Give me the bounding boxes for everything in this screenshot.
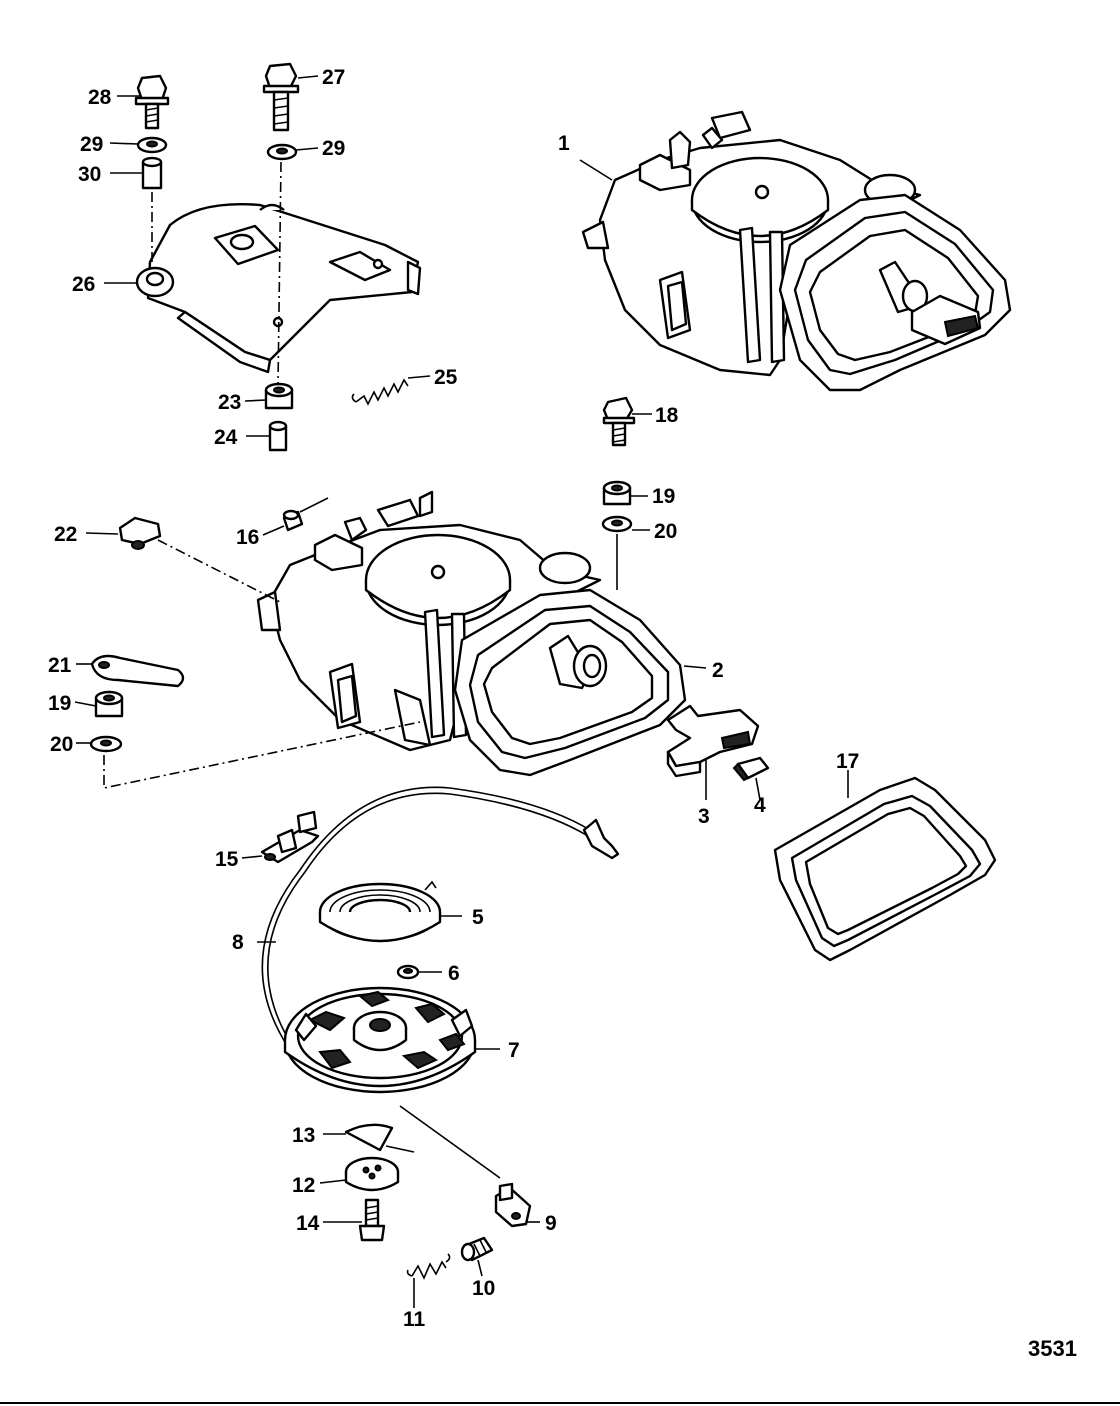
- part-18-bolt: [602, 396, 636, 447]
- part-30-sleeve: [141, 156, 163, 190]
- callout-23: 23: [218, 391, 241, 414]
- callout-18: 18: [655, 404, 679, 427]
- callout-13: 13: [292, 1124, 315, 1147]
- callout-29-right: 29: [322, 137, 345, 160]
- part-6-nut: [396, 964, 420, 980]
- callout-26: 26: [72, 273, 95, 296]
- callout-24: 24: [214, 426, 238, 449]
- callout-3: 3: [698, 805, 710, 828]
- part-19-spacer-left: [94, 690, 124, 718]
- callout-11: 11: [403, 1308, 426, 1331]
- part-20-washer-right: [601, 515, 633, 533]
- callout-27: 27: [322, 66, 345, 89]
- part-16-pin: [282, 509, 304, 532]
- part-14-screw: [358, 1198, 386, 1242]
- part-24-pin: [268, 420, 288, 452]
- part-26-cover-plate: [135, 203, 422, 374]
- callout-2: 2: [712, 659, 724, 682]
- part-17-gasket-frame: [773, 776, 997, 962]
- part-27-bolt: [262, 62, 300, 132]
- callout-7: 7: [508, 1039, 520, 1062]
- part-22-clip: [118, 516, 162, 550]
- callout-9: 9: [545, 1212, 557, 1235]
- callout-25: 25: [434, 366, 458, 389]
- part-13-pawl: [344, 1123, 415, 1153]
- assembly-line-16: [299, 497, 329, 513]
- callout-10: 10: [472, 1277, 495, 1300]
- part-3-handle: [666, 704, 760, 778]
- part-2-starter-housing: [256, 490, 687, 777]
- callout-8: 8: [232, 931, 244, 954]
- part-10-bushing: [460, 1236, 494, 1262]
- leader-lines: [74, 75, 849, 1308]
- part-29-washer-right: [266, 143, 298, 161]
- callout-labels: 1 2 3 4 5 6 7 8 9 10 11 12 13 14 15 16 1…: [48, 66, 1077, 1361]
- part-28-bolt: [134, 74, 170, 130]
- callout-16: 16: [236, 526, 259, 549]
- callout-20-left: 20: [50, 733, 73, 756]
- part-12-retainer: [344, 1156, 400, 1192]
- assembly-line-27-23: [277, 161, 282, 386]
- part-29-washer-left: [136, 136, 168, 154]
- callout-1: 1: [558, 132, 570, 155]
- callout-4: 4: [754, 794, 766, 817]
- part-20-washer-left: [89, 735, 123, 753]
- assembly-line-22-2: [157, 539, 281, 603]
- part-11-spring: [406, 1253, 451, 1280]
- part-19-spacer-right: [602, 480, 632, 506]
- callout-22: 22: [54, 523, 77, 546]
- part-4-insert: [732, 756, 770, 782]
- callout-19-left: 19: [48, 692, 71, 715]
- part-7-pulley: [283, 986, 477, 1094]
- callout-17: 17: [836, 750, 859, 773]
- part-23-spacer: [264, 382, 294, 410]
- callout-5: 5: [472, 906, 484, 929]
- assembly-line-7-9: [399, 1105, 501, 1179]
- callout-20-right: 20: [654, 520, 677, 543]
- callout-19-right: 19: [652, 485, 675, 508]
- part-9-clamp: [494, 1182, 532, 1228]
- part-5-recoil-spring: [318, 880, 442, 943]
- part-21-link: [90, 654, 185, 688]
- callout-6: 6: [448, 962, 460, 985]
- part-25-spring: [351, 378, 409, 406]
- part-8-cable: [261, 786, 620, 1051]
- callout-28: 28: [88, 86, 112, 109]
- figure-number: 3531: [1028, 1336, 1077, 1361]
- part-1-starter-assembly: [581, 110, 1012, 392]
- callout-21: 21: [48, 654, 72, 677]
- callout-30: 30: [78, 163, 101, 186]
- callout-12: 12: [292, 1174, 315, 1197]
- assembly-line-20-2-left: [103, 721, 421, 789]
- callout-29-left: 29: [80, 133, 103, 156]
- part-15-bracket: [260, 810, 320, 864]
- callout-14: 14: [296, 1212, 320, 1235]
- callout-15: 15: [215, 848, 239, 871]
